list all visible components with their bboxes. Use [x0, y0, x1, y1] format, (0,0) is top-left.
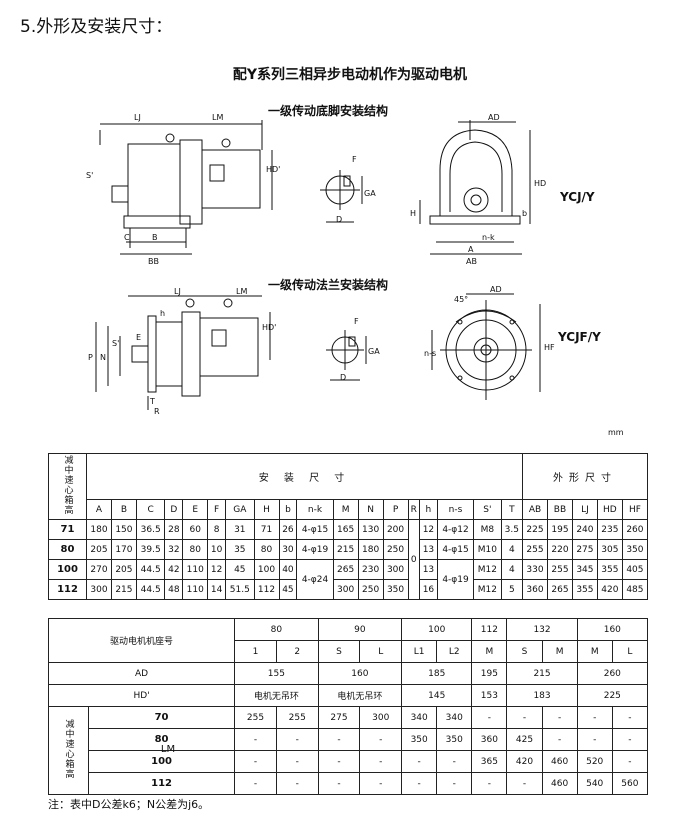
flange-side-view — [95, 295, 271, 410]
dim-label-GA2: GA — [368, 347, 380, 356]
dim-label-N: N — [100, 353, 106, 362]
table1-col-header: T — [500, 499, 524, 520]
dim-label-P: P — [88, 353, 93, 362]
model-tag-flange: YCJF/Y — [558, 330, 601, 344]
table1-col-header: h — [418, 499, 438, 520]
caption-flange-mount: 一级传动法兰安装结构 — [268, 278, 389, 292]
dim-label-T: T — [149, 397, 155, 406]
table1-col-header: n-k — [296, 499, 334, 520]
table1-col-header: LJ — [571, 499, 598, 520]
flange-front-view — [431, 293, 541, 400]
table-row-AD: AD 155 160 185 195 215 260 — [47, 662, 649, 685]
table1-col-header: HF — [621, 499, 649, 520]
lm-label: LM — [160, 744, 176, 755]
table1-col-header: AB — [522, 499, 548, 520]
footnote: 注：表中D公差k6；N公差为j6。 — [48, 798, 210, 811]
unit-label: mm — [608, 428, 624, 437]
flange-shaft-section — [326, 330, 367, 381]
foot-side-view — [99, 120, 273, 255]
caption-foot-mount: 一级传动底脚安装结构 — [268, 104, 389, 118]
table1-col-header: F — [207, 499, 227, 520]
table1-col-header: E — [182, 499, 209, 520]
table1-col-header: B — [110, 499, 137, 520]
dim-label-D: D — [336, 215, 342, 224]
foot-front-view — [419, 120, 531, 255]
dim-label-h: h — [160, 309, 165, 318]
dim-label-D2: D — [340, 373, 346, 382]
dim-label-HD1: HD' — [266, 165, 280, 174]
technical-drawings: LJ LM HD' S' C B BB F GA D AD HD H b n-k… — [86, 113, 555, 416]
table2-header-label: 驱动电机机座号 — [47, 618, 236, 663]
table1-col-header: BB — [547, 499, 573, 520]
dim-label-AB: AB — [466, 257, 477, 266]
model-tag-foot: YCJ/Y — [560, 190, 595, 204]
page-subtitle: 配Y系列三相异步电动机作为驱动电机 — [232, 67, 468, 83]
dim-label-BB: BB — [148, 257, 159, 266]
table1-col-header: b — [278, 499, 298, 520]
dim-label-F: F — [352, 155, 357, 164]
table1-col-header: P — [382, 499, 409, 520]
table1-col-header: D — [164, 499, 184, 520]
table1-corner: 减中速心箱高 — [48, 453, 87, 520]
dim-label-ns: n-s — [424, 349, 436, 358]
dim-label-LM2: LM — [236, 287, 247, 296]
table1-group-outline: 外形尺寸 — [522, 453, 648, 500]
table1-col-header: S' — [473, 499, 502, 520]
dim-label-F2: F — [354, 317, 359, 326]
dim-label-E: E — [136, 333, 141, 342]
dim-label-b: b — [522, 209, 527, 218]
table1-col-header: N — [357, 499, 384, 520]
section-heading: 5.外形及安装尺寸： — [20, 17, 173, 37]
table1-col-header: H — [253, 499, 280, 520]
dim-label-45deg: 45° — [454, 295, 468, 304]
dim-label-AD2: AD — [490, 285, 502, 294]
table1-col-header: C — [135, 499, 166, 520]
dim-label-LJ: LJ — [134, 113, 141, 122]
dim-label-R: R — [154, 407, 160, 416]
dim-label-S1b: S' — [112, 339, 119, 348]
table1-col-header: GA — [225, 499, 255, 520]
dim-label-HD1b: HD' — [262, 323, 276, 332]
dim-label-LM: LM — [212, 113, 223, 122]
dim-label-B: B — [152, 233, 158, 242]
table1-col-header: M — [332, 499, 359, 520]
dim-label-HF: HF — [544, 343, 555, 352]
dim-label-S1: S' — [86, 171, 93, 180]
dim-label-C: C — [124, 233, 130, 242]
table1-col-header: HD — [596, 499, 623, 520]
dim-label-nk: n-k — [482, 233, 495, 242]
foot-shaft-section — [320, 170, 363, 223]
dim-label-GA: GA — [364, 189, 376, 198]
table1-col-header: R — [407, 499, 421, 520]
table1-col-header: A — [86, 499, 112, 520]
dim-label-H: H — [410, 209, 416, 218]
table1-group-install: 安 装 尺 寸 — [85, 453, 524, 500]
table-row-HD: HD' 电机无吊环 电机无吊环 145 153 183 225 — [47, 684, 649, 707]
dim-label-AD: AD — [488, 113, 500, 122]
dim-label-HD: HD — [534, 179, 546, 188]
dim-label-LJ2: LJ — [174, 287, 181, 296]
dim-label-A: A — [468, 245, 474, 254]
table1-col-header: n-s — [436, 499, 475, 520]
